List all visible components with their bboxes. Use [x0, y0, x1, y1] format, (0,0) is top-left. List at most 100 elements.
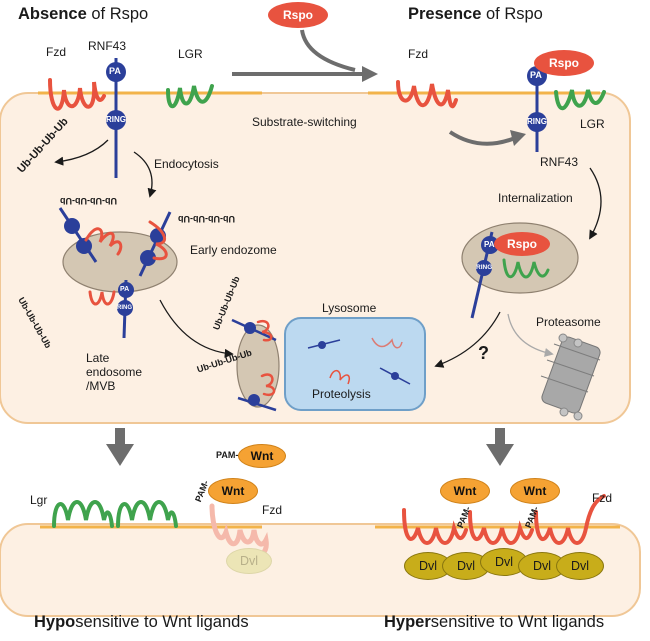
fzd-receptor-top-left — [48, 78, 106, 111]
lgr-receptor-top-right — [554, 89, 606, 111]
fzd-mvb-b — [260, 373, 276, 397]
down-arrow-right-head — [486, 444, 514, 466]
caption-absence-rest: of Rspo — [86, 5, 149, 23]
caption-presence-bold: Presence — [408, 5, 482, 23]
label-question: ? — [478, 343, 489, 363]
label-ring-internalized: RING — [476, 264, 493, 271]
to-lysosome-right-arrow — [434, 311, 501, 368]
lgr-receptor-top-left — [166, 84, 214, 109]
ring-domain-top — [106, 110, 126, 130]
label-pam-free: PAM- — [216, 450, 239, 460]
label-lgr-top-left: LGR — [178, 47, 203, 61]
rspo-arrival-arrowhead — [362, 66, 378, 82]
label-fzd-bottom-right: Fzd — [592, 491, 613, 505]
ubiquitination-arrow — [54, 139, 109, 166]
label-lgr-bottom: Lgr — [30, 493, 48, 507]
internalization-arrow — [589, 167, 602, 240]
fzd-receptor-bottom-right-a — [402, 508, 468, 545]
caption-hypo-rest: sensitive to Wnt ligands — [75, 613, 249, 631]
fzd-receptor-top-right — [396, 80, 458, 109]
label-late-endosome-1: Late — [86, 351, 110, 365]
substrate-switch-arrowhead — [510, 130, 526, 146]
lgr-receptor-bottom-b — [116, 500, 178, 528]
label-internalization: Internalization — [498, 191, 573, 205]
down-arrow-left-head — [106, 444, 134, 466]
fzd-late-a — [88, 290, 116, 306]
label-ring-right: RING — [527, 117, 547, 126]
label-pa-late: PA — [120, 286, 130, 293]
label-lgr-right: LGR — [580, 117, 605, 131]
lysosome — [284, 317, 426, 411]
label-ring-top: RING — [106, 115, 126, 124]
lower-cell — [0, 523, 641, 617]
lysosome-fragment-c — [371, 337, 403, 349]
fzd-mvb-a — [256, 319, 273, 342]
label-fzd-bottom-left: Fzd — [262, 503, 283, 517]
caption-presence: Presence of Rspo — [408, 6, 543, 23]
label-early-endosome: Early endozome — [190, 243, 277, 257]
lgr-internalized — [502, 258, 550, 279]
dvl-5: Dvl — [556, 552, 604, 580]
ring-internalized — [476, 260, 492, 276]
proteasome — [540, 333, 601, 421]
caption-hyper-rest: sensitive to Wnt ligands — [430, 613, 605, 631]
wnt-bound-left: Wnt — [208, 478, 258, 504]
rnf43-endosome-a — [58, 207, 98, 263]
pa-mvb-b — [248, 394, 260, 406]
pa-late-a — [118, 282, 134, 298]
caption-absence-bold: Absence — [18, 5, 87, 23]
dvl-faded: Dvl — [226, 548, 272, 574]
label-rnf43-right: RNF43 — [540, 155, 579, 169]
lgr-receptor-bottom-a — [52, 500, 114, 528]
label-ub-chain-early: Ub-Ub-Ub-Ub — [60, 196, 117, 206]
rspo-bound-membrane: Rspo — [534, 50, 594, 76]
pa-mvb-a — [244, 322, 256, 334]
fzd-receptor-bottom-right-c — [534, 494, 606, 545]
caption-hyposensitive: Hyposensitive to Wnt ligands — [34, 614, 249, 631]
caption-hyper-bold: Hyper — [384, 613, 431, 631]
label-pa-internalized: PA — [484, 240, 495, 249]
pa-endosome-b — [140, 250, 156, 266]
fzd-endosome-b — [148, 220, 168, 261]
pa-domain-top — [106, 62, 126, 82]
label-late-endosome-2: endosome — [86, 365, 143, 379]
wnt-bound-right-b: Wnt — [510, 478, 560, 504]
lysosome-dot-b — [391, 372, 399, 380]
fzd-receptor-bottom-right-b — [468, 510, 534, 545]
upper-cell — [0, 92, 631, 424]
ring-endosome-a — [64, 218, 80, 234]
label-proteolysis: Proteolysis — [312, 387, 371, 401]
to-lysosome-arrow — [159, 299, 234, 358]
label-late-endosome-3: /MVB — [86, 379, 116, 393]
fzd-receptor-bottom-faded — [209, 503, 269, 560]
label-fzd-top-left: Fzd — [46, 45, 67, 59]
label-ring-late: RING — [117, 305, 132, 311]
label-endocytosis: Endocytosis — [154, 157, 219, 171]
label-rnf43-top: RNF43 — [88, 39, 127, 53]
label-lysosome: Lysosome — [322, 301, 377, 315]
label-substrate-switching: Substrate-switching — [252, 115, 357, 129]
substrate-switch-arrow — [448, 130, 516, 146]
rspo-bound-endosome: Rspo — [494, 232, 550, 256]
label-fzd-top-right: Fzd — [408, 47, 429, 61]
fzd-endosome-a — [84, 227, 123, 256]
caption-hypo-bold: Hypo — [34, 613, 76, 631]
to-proteasome-arrow — [507, 313, 554, 357]
ring-domain-right — [527, 112, 547, 132]
label-pa-right: PA — [530, 70, 542, 80]
rspo-curve-arrow — [300, 29, 356, 72]
ring-late-a — [117, 300, 133, 316]
endocytosis-arrow — [133, 151, 157, 198]
rspo-free: Rspo — [268, 2, 328, 28]
pa-endosome-a — [76, 238, 92, 254]
caption-hypersensitive: Hypersensitive to Wnt ligands — [384, 614, 604, 631]
label-ub-chain-early-b: Ub-Ub-Ub-Ub — [178, 214, 235, 224]
label-pa-top: PA — [109, 66, 121, 76]
caption-presence-rest: of Rspo — [481, 5, 543, 23]
wnt-bound-right-a: Wnt — [440, 478, 490, 504]
caption-absence: Absence of Rspo — [18, 6, 148, 23]
lysosome-fragment-b — [329, 369, 351, 385]
wnt-free: Wnt — [238, 444, 286, 468]
